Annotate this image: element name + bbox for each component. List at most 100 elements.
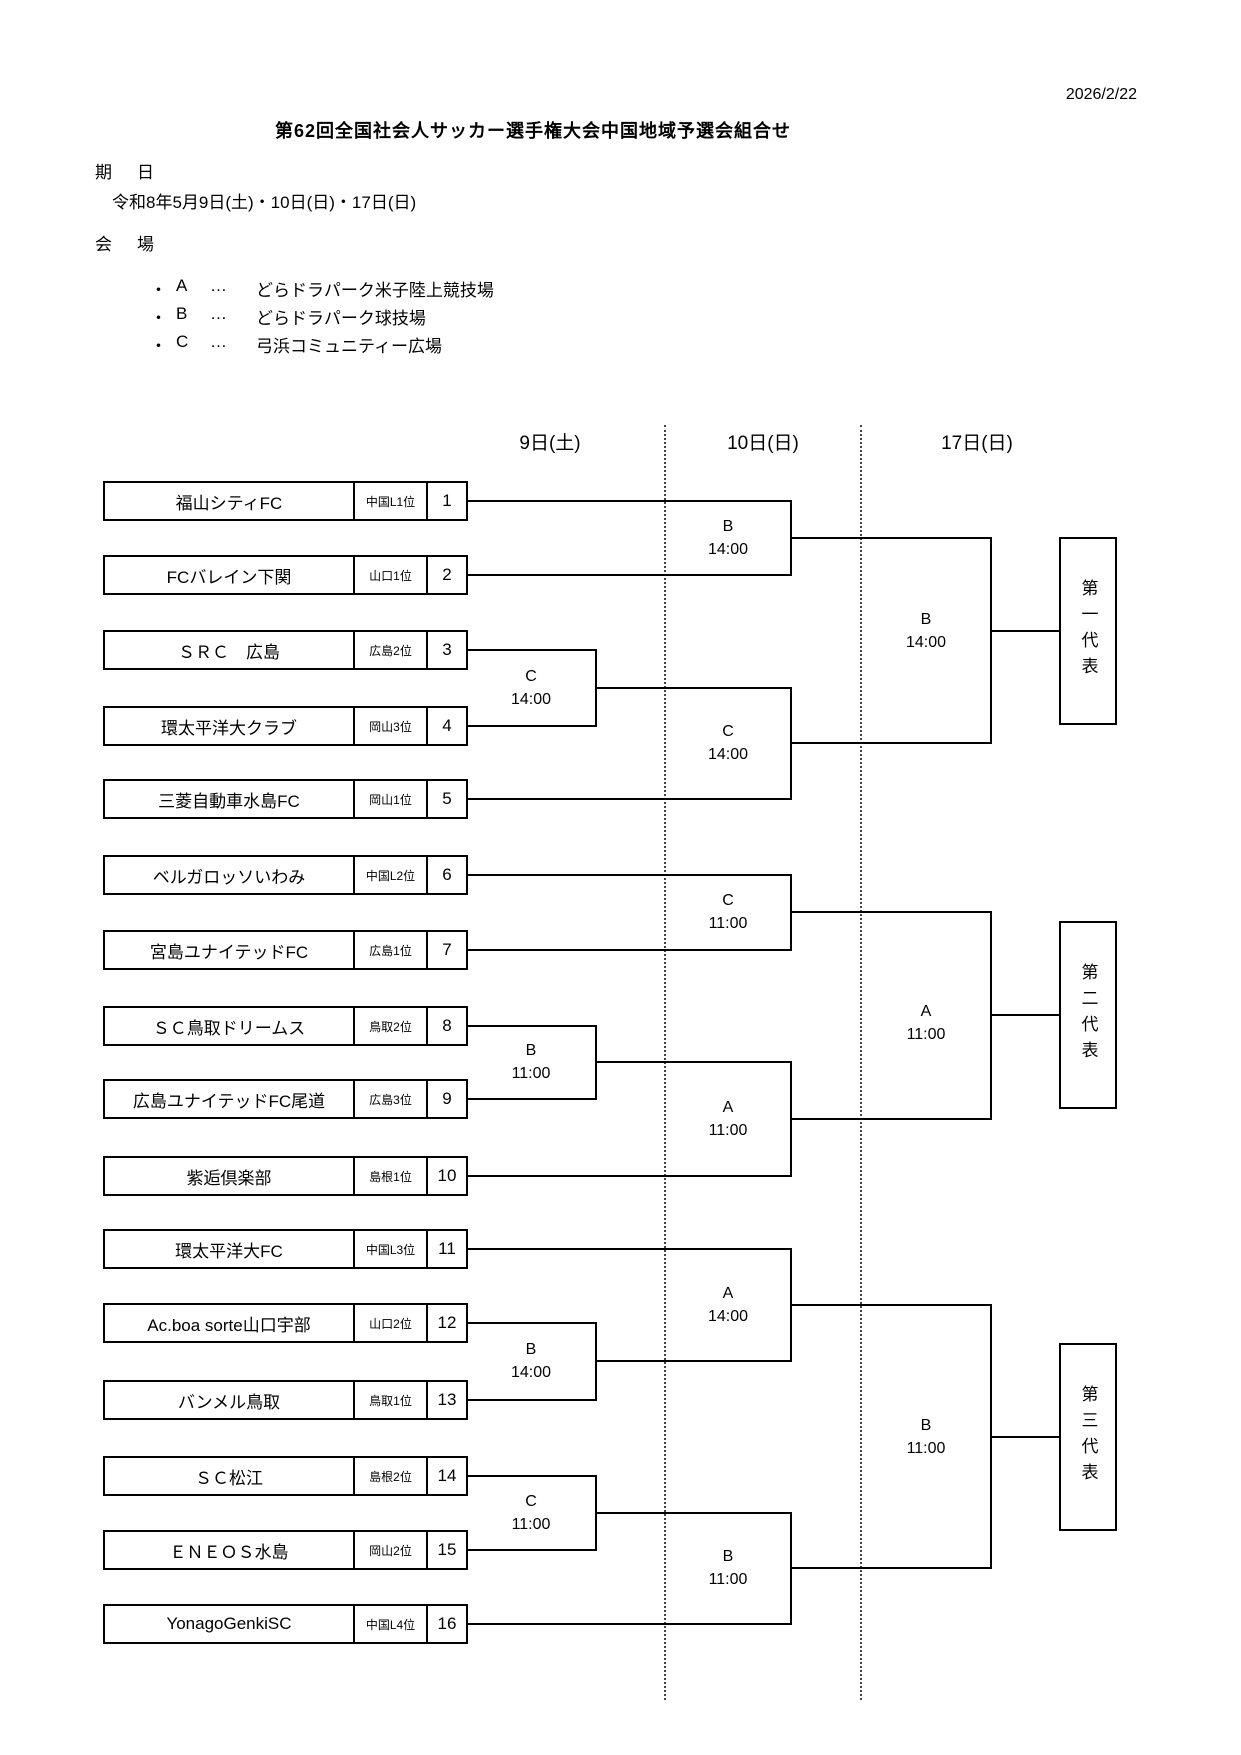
bracket-line (990, 1436, 1059, 1438)
team-seed: 中国L4位 (353, 1606, 426, 1642)
match-time: 14:00 (905, 634, 947, 651)
match-time: 11:00 (906, 1440, 946, 1457)
team-name: ベルガロッソいわみ (152, 867, 306, 887)
team-seed: 中国L3位 (353, 1231, 426, 1267)
venue-item-a: ・ A … どらドラパーク米子陸上競技場 (150, 276, 494, 301)
team-row-16: YonagoGenkiSC 中国L4位 16 (103, 1604, 468, 1644)
representative-label: 第三代表 (1078, 1385, 1098, 1489)
team-seed: 島根1位 (353, 1158, 426, 1194)
representative-label: 第一代表 (1078, 579, 1098, 683)
bracket-line (468, 1475, 595, 1477)
bracket-line (468, 725, 595, 727)
team-row-5: 三菱自動車水島FC 岡山1位 5 (103, 779, 468, 819)
team-name: 福山シティFC (175, 493, 283, 513)
team-number: 13 (426, 1382, 466, 1418)
bracket-line (595, 687, 790, 689)
team-number: 15 (426, 1532, 466, 1568)
team-row-12: Ac.boa sorte山口宇部 山口2位 12 (103, 1303, 468, 1343)
team-number: 10 (426, 1158, 466, 1194)
day-header-sat9: 9日(土) (519, 433, 581, 454)
team-seed: 岡山1位 (353, 781, 426, 817)
bracket-line (595, 1061, 790, 1063)
team-row-1: 福山シティFC 中国L1位 1 (103, 481, 468, 521)
team-number: 2 (426, 557, 466, 593)
match-venue: A (722, 1285, 734, 1302)
match-time: 11:00 (906, 1026, 946, 1043)
team-number: 6 (426, 857, 466, 893)
document-date: 2026/2/22 (1065, 86, 1137, 103)
team-seed: 中国L1位 (353, 483, 426, 519)
bracket-line (468, 500, 790, 502)
match-label-r2-m3: C 11:00 (673, 889, 783, 935)
match-label-r2-m1: B 14:00 (673, 515, 783, 561)
match-venue: B (525, 1341, 537, 1358)
match-venue: C (722, 892, 734, 909)
bracket-line (790, 911, 990, 913)
team-row-7: 宮島ユナイテッドFC 広島1位 7 (103, 930, 468, 970)
venue-code: B (176, 304, 188, 323)
match-venue: C (525, 668, 537, 685)
bracket-line (468, 1399, 595, 1401)
match-time: 14:00 (707, 541, 749, 558)
match-label-r3-m3: B 11:00 (871, 1414, 981, 1460)
team-number: 1 (426, 483, 466, 519)
match-time: 14:00 (510, 1364, 552, 1381)
team-name: 紫逅倶楽部 (186, 1168, 272, 1188)
bracket-line (468, 1549, 595, 1551)
team-number: 12 (426, 1305, 466, 1341)
team-row-11: 環太平洋大FC 中国L3位 11 (103, 1229, 468, 1269)
team-row-10: 紫逅倶楽部 島根1位 10 (103, 1156, 468, 1196)
team-name: ＥＮＥＯＳ水島 (169, 1542, 289, 1562)
bracket-line (468, 574, 790, 576)
team-seed: 島根2位 (353, 1458, 426, 1494)
match-time: 11:00 (511, 1065, 551, 1082)
bracket-line (595, 1512, 790, 1514)
representative-box-1: 第一代表 (1059, 537, 1117, 725)
team-name: ＳＣ松江 (195, 1468, 263, 1488)
match-venue: B (920, 611, 932, 628)
bullet-icon: ・ (150, 309, 167, 328)
bracket-line (990, 537, 992, 744)
team-number: 7 (426, 932, 466, 968)
team-seed: 広島1位 (353, 932, 426, 968)
match-venue: A (722, 1099, 734, 1116)
team-name: 環太平洋大クラブ (161, 718, 297, 738)
team-name: 環太平洋大FC (175, 1241, 283, 1261)
team-seed: 山口2位 (353, 1305, 426, 1341)
bracket-line (990, 1014, 1059, 1016)
team-name: 広島ユナイテッドFC尾道 (132, 1091, 326, 1111)
team-row-3: ＳＲＣ 広島 広島2位 3 (103, 630, 468, 670)
team-seed: 岡山2位 (353, 1532, 426, 1568)
bracket-line (468, 949, 790, 951)
bullet-icon: ・ (150, 281, 167, 300)
bracket-line (595, 1360, 790, 1362)
team-name: バンメル鳥取 (177, 1392, 281, 1412)
team-row-6: ベルガロッソいわみ 中国L2位 6 (103, 855, 468, 895)
team-name: ＳＲＣ 広島 (178, 642, 280, 662)
match-venue: B (722, 1548, 734, 1565)
day-header-sun10: 10日(日) (727, 433, 799, 454)
team-number: 5 (426, 781, 466, 817)
match-time: 11:00 (708, 1571, 748, 1588)
schedule-label: 期 日 (95, 163, 158, 182)
venue-code: A (176, 276, 188, 295)
venue-name: 弓浜コミュニティー広場 (256, 337, 442, 356)
match-venue: B (920, 1417, 932, 1434)
representative-label: 第二代表 (1078, 963, 1098, 1067)
team-number: 4 (426, 708, 466, 744)
bracket-line (790, 1118, 990, 1120)
match-label-r1-m3: B 14:00 (476, 1338, 586, 1384)
bracket-line (468, 1175, 790, 1177)
team-seed: 岡山3位 (353, 708, 426, 744)
team-number: 8 (426, 1008, 466, 1044)
match-time: 11:00 (511, 1516, 551, 1533)
team-seed: 広島3位 (353, 1081, 426, 1117)
venue-label: 会 場 (95, 235, 158, 254)
representative-box-2: 第二代表 (1059, 921, 1117, 1109)
team-number: 9 (426, 1081, 466, 1117)
match-time: 11:00 (708, 915, 748, 932)
match-label-r3-m2: A 11:00 (871, 1000, 981, 1046)
match-label-r2-m5: A 14:00 (673, 1282, 783, 1328)
match-venue: B (525, 1042, 537, 1059)
